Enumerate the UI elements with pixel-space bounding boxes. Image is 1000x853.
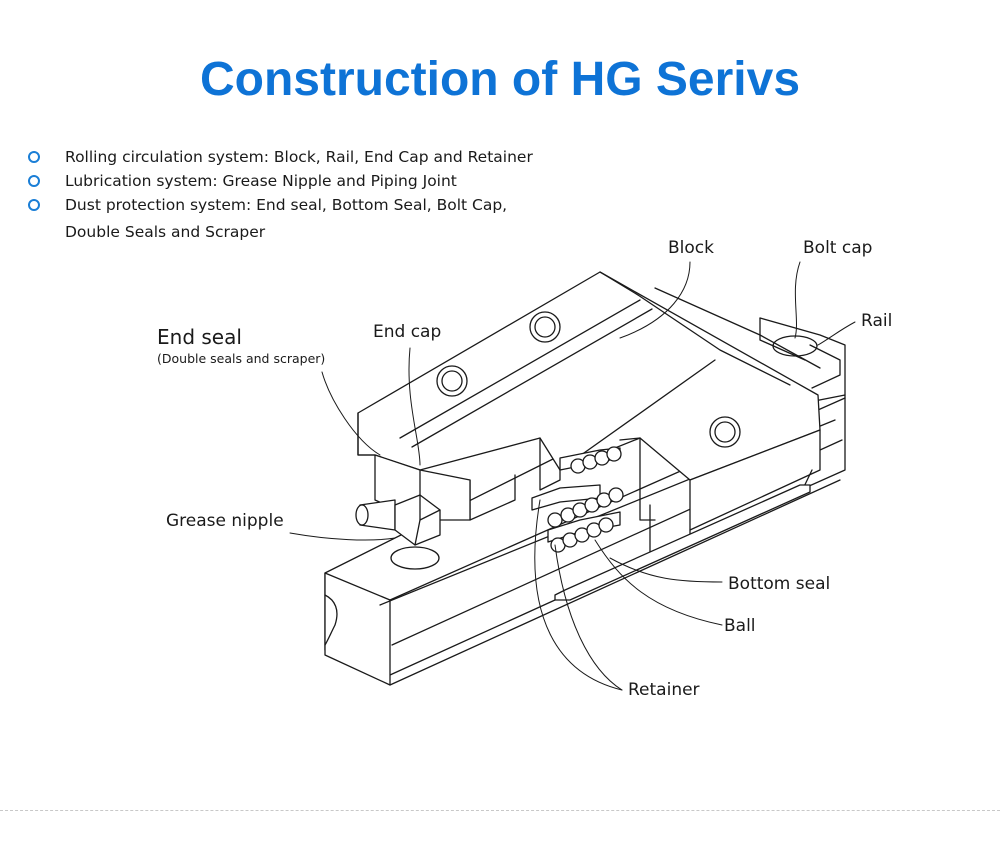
block-top-ridge <box>654 287 821 369</box>
leader-bolt-cap <box>794 261 801 339</box>
rail-rear-step <box>759 317 846 396</box>
bullet-circle-icon <box>28 151 40 163</box>
ball-row <box>570 446 622 474</box>
list-item-text: Lubrication system: Grease Nipple and Pi… <box>65 172 457 190</box>
block-cut-face <box>539 437 561 491</box>
leader-ball <box>594 539 723 626</box>
block-top-groove <box>399 299 641 439</box>
label-block: Block <box>668 238 714 258</box>
dashed-divider <box>0 810 1000 811</box>
block-top-ridge <box>637 294 791 386</box>
bolt-hole-icon <box>709 416 741 448</box>
list-item-continuation: Double Seals and Scraper <box>65 223 266 241</box>
ball-icon <box>547 512 563 528</box>
grease-nipple-tip <box>355 504 369 526</box>
feature-list: Rolling circulation system: Block, Rail,… <box>28 145 628 244</box>
label-bolt-cap: Bolt cap <box>803 238 873 258</box>
list-item: Rolling circulation system: Block, Rail,… <box>28 145 628 169</box>
list-item: Dust protection system: End seal, Bottom… <box>28 193 628 244</box>
list-item: Lubrication system: Grease Nipple and Pi… <box>28 169 628 193</box>
leader-retainer <box>534 499 623 691</box>
bolt-hole-icon <box>436 365 468 397</box>
ball-icon <box>606 446 622 462</box>
leader-end-cap <box>408 347 421 466</box>
block-top-ridge <box>559 359 716 471</box>
leader-bottom-seal <box>609 557 723 583</box>
label-ball: Ball <box>724 616 756 636</box>
leader-rail <box>817 321 856 346</box>
label-rail: Rail <box>861 311 893 331</box>
label-end-seal: End seal <box>157 325 242 349</box>
ball-row <box>550 517 614 553</box>
block-right-face <box>689 429 821 531</box>
rail-side-bottom <box>389 479 841 686</box>
bullet-circle-icon <box>28 199 40 211</box>
bolt-hole-icon <box>534 316 556 338</box>
block-top-edge <box>599 271 639 296</box>
label-retainer: Retainer <box>628 680 700 700</box>
bolt-hole-icon <box>714 421 736 443</box>
leader-grease-nipple <box>289 532 396 541</box>
ball-retainer-drawing <box>531 446 624 553</box>
block-top-groove <box>411 308 653 448</box>
block-front-edge <box>357 412 376 456</box>
list-item-text: Rolling circulation system: Block, Rail,… <box>65 148 533 166</box>
label-end-cap: End cap <box>373 322 442 342</box>
list-item-text: Dust protection system: End seal, Bottom… <box>65 196 508 214</box>
leader-end-seal <box>321 371 381 456</box>
leader-retainer <box>554 544 623 691</box>
bolt-hole-icon <box>529 311 561 343</box>
bolt-cap-ellipse <box>390 546 440 570</box>
bolt-hole-icon <box>441 370 463 392</box>
rail-rear-line <box>809 344 841 389</box>
label-grease-nipple: Grease nipple <box>166 511 284 531</box>
ball-icon <box>608 487 624 503</box>
leader-lines <box>289 261 856 691</box>
rail-rear-line <box>759 317 806 361</box>
bullet-circle-icon <box>28 175 40 187</box>
leader-block <box>619 261 691 339</box>
ball-row <box>547 487 624 528</box>
block-lower-body <box>639 437 656 521</box>
ball-icon <box>598 517 614 533</box>
grease-nipple-drawing <box>355 494 441 546</box>
grease-nipple-hex <box>414 519 421 546</box>
rail-front-groove <box>324 594 338 646</box>
label-end-seal-note: (Double seals and scraper) <box>157 351 326 366</box>
block-cut-face <box>619 437 641 441</box>
page-title: Construction of HG Serivs <box>199 53 801 106</box>
label-bottom-seal: Bottom seal <box>728 574 831 594</box>
